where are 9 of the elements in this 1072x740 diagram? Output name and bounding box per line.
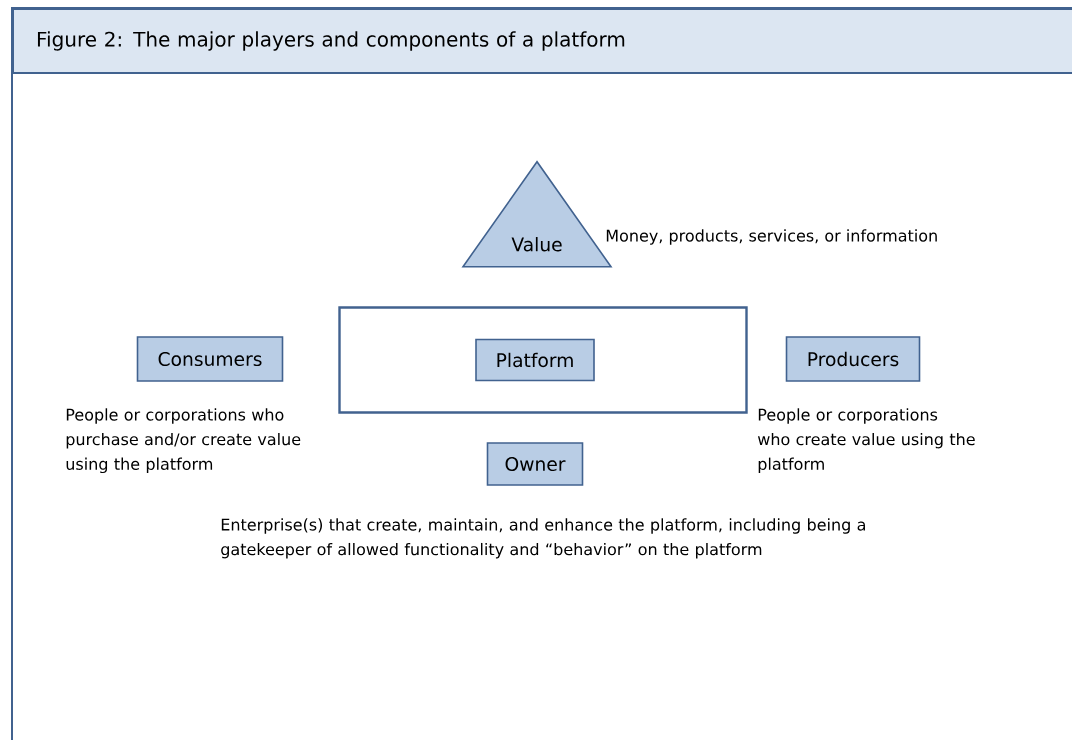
description-text: People or corporations who purchase and/or create value using the platform [66, 408, 301, 474]
label-box: Platform [475, 338, 595, 382]
label-box: Consumers [136, 336, 284, 382]
title-band: Figure 2: The major players and components of a platform [12, 8, 1072, 74]
label-box: Producers [785, 336, 921, 382]
platform-frame [338, 306, 748, 414]
description-text: People or corporations who create value using the platform [757, 408, 975, 474]
label-box: Owner [486, 442, 584, 486]
description-text: Enterprise(s) that create, maintain, and enhance the platform, including being a gatekeeper of allowed functionality and “behavior” on the platform [221, 518, 865, 559]
